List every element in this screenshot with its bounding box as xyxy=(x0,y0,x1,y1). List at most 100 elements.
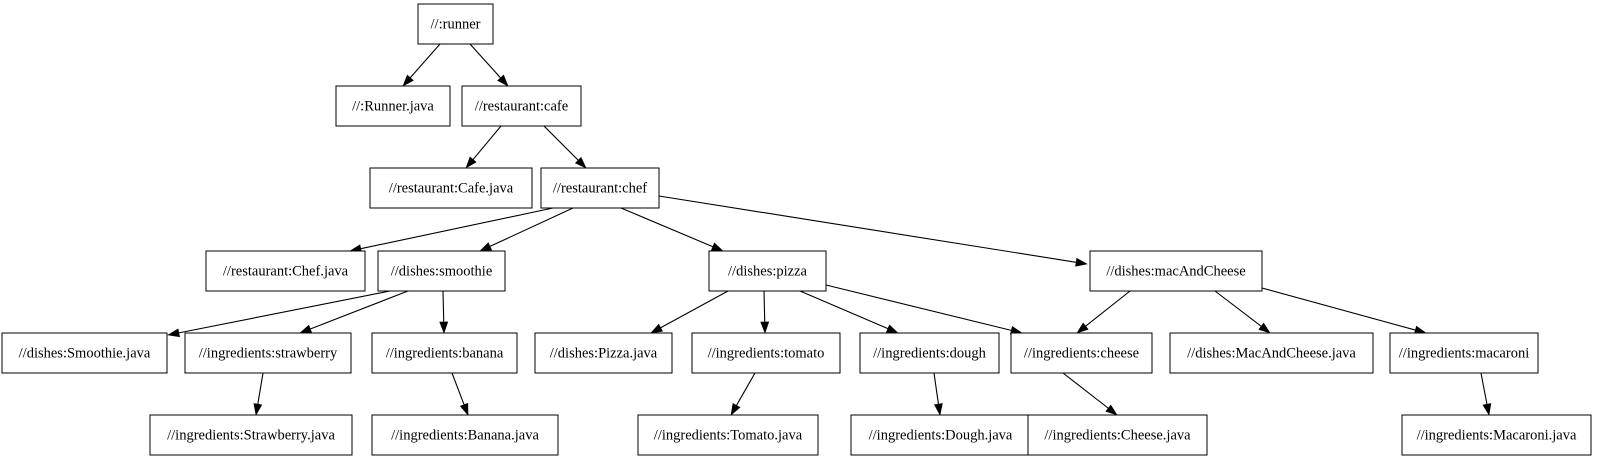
node-box[interactable] xyxy=(637,414,819,456)
graph-node-dishes_smoothie[interactable]: //dishes:smoothie xyxy=(377,250,506,292)
edge-line xyxy=(543,125,579,161)
graph-node-ing_tomato[interactable]: //ingredients:tomato xyxy=(691,332,841,374)
edge-line xyxy=(310,290,409,330)
edge-arrowhead-icon xyxy=(459,402,469,416)
graph-node-runner_java[interactable]: //:Runner.java xyxy=(335,85,451,127)
edge-line xyxy=(735,372,756,406)
edge-line xyxy=(1261,287,1416,331)
node-box[interactable] xyxy=(540,167,660,209)
node-label: //ingredients:Macaroni.java xyxy=(1417,427,1577,443)
node-box[interactable] xyxy=(1389,332,1539,374)
node-box[interactable] xyxy=(708,250,827,292)
graph-edge xyxy=(451,372,469,416)
edge-arrowhead-icon xyxy=(299,324,313,334)
graph-node-ing_macaroni[interactable]: //ingredients:macaroni xyxy=(1389,332,1539,374)
node-box[interactable] xyxy=(149,414,353,456)
graph-node-banana_java[interactable]: //ingredients:Banana.java xyxy=(371,414,559,456)
graph-edge xyxy=(439,290,449,334)
node-box[interactable] xyxy=(205,250,366,292)
edge-line xyxy=(409,43,441,79)
edge-arrowhead-icon xyxy=(1075,257,1088,267)
node-box[interactable] xyxy=(184,332,352,374)
graph-node-cheese_java[interactable]: //ingredients:Cheese.java xyxy=(1027,414,1208,456)
node-label: //ingredients:dough xyxy=(873,345,987,361)
edge-line xyxy=(257,372,264,405)
node-label: //ingredients:strawberry xyxy=(199,345,338,361)
graph-edge xyxy=(349,207,554,253)
node-box[interactable] xyxy=(369,167,533,209)
edge-arrowhead-icon xyxy=(253,403,263,416)
graph-node-ing_banana[interactable]: //ingredients:banana xyxy=(371,332,518,374)
graph-node-cafe_java[interactable]: //restaurant:Cafe.java xyxy=(369,167,533,209)
edge-line xyxy=(1480,372,1488,405)
edge-line xyxy=(451,372,465,405)
graph-node-restaurant_cafe[interactable]: //restaurant:cafe xyxy=(461,85,582,127)
graph-node-strawberry_java[interactable]: //ingredients:Strawberry.java xyxy=(149,414,353,456)
node-box[interactable] xyxy=(461,85,582,127)
graph-edge xyxy=(730,372,756,416)
node-label: //ingredients:Dough.java xyxy=(869,427,1013,443)
graph-node-macaroni_java[interactable]: //ingredients:Macaroni.java xyxy=(1401,414,1592,456)
graph-node-mac_java[interactable]: //dishes:MacAndCheese.java xyxy=(1169,332,1374,374)
graph-edge xyxy=(469,43,509,87)
node-box[interactable] xyxy=(371,332,518,374)
graph-node-pizza_java[interactable]: //dishes:Pizza.java xyxy=(534,332,673,374)
node-box[interactable] xyxy=(377,250,506,292)
node-label: //ingredients:Strawberry.java xyxy=(167,427,335,443)
edge-arrowhead-icon xyxy=(730,402,741,416)
edge-line xyxy=(360,207,554,250)
node-box[interactable] xyxy=(691,332,841,374)
edge-line xyxy=(799,290,889,330)
edge-line xyxy=(660,290,729,329)
graph-edge xyxy=(299,290,409,334)
node-box[interactable] xyxy=(1169,332,1374,374)
graph-edge xyxy=(658,195,1088,267)
node-box[interactable] xyxy=(1027,414,1208,456)
edge-line xyxy=(489,207,574,247)
edge-arrowhead-icon xyxy=(402,74,414,87)
graph-edge xyxy=(760,290,770,334)
graph-node-ing_dough[interactable]: //ingredients:dough xyxy=(859,332,1000,374)
node-box[interactable] xyxy=(417,3,494,45)
graph-node-ing_strawberry[interactable]: //ingredients:strawberry xyxy=(184,332,352,374)
graph-node-ing_cheese[interactable]: //ingredients:cheese xyxy=(1010,332,1153,374)
node-box[interactable] xyxy=(1,332,168,374)
graph-node-chef_java[interactable]: //restaurant:Chef.java xyxy=(205,250,366,292)
edge-arrowhead-icon xyxy=(934,403,943,416)
edge-arrowhead-icon xyxy=(650,323,664,334)
node-box[interactable] xyxy=(1089,250,1263,292)
edge-line xyxy=(469,43,502,79)
node-label: //dishes:Pizza.java xyxy=(550,345,658,361)
node-label: //ingredients:tomato xyxy=(708,345,825,361)
node-box[interactable] xyxy=(534,332,673,374)
graph-edge xyxy=(253,372,264,416)
node-box[interactable] xyxy=(1010,332,1153,374)
graph-node-dishes_mac[interactable]: //dishes:macAndCheese xyxy=(1089,250,1263,292)
graph-edge xyxy=(1062,372,1118,416)
graph-edge xyxy=(825,284,1023,335)
edge-arrowhead-icon xyxy=(1258,322,1271,334)
graph-edge xyxy=(933,372,943,416)
graph-node-dough_java[interactable]: //ingredients:Dough.java xyxy=(850,414,1031,456)
graph-edge xyxy=(1261,287,1427,335)
node-box[interactable] xyxy=(335,85,451,127)
graph-node-dishes_pizza[interactable]: //dishes:pizza xyxy=(708,250,827,292)
graph-node-restaurant_chef[interactable]: //restaurant:chef xyxy=(540,167,660,209)
edge-line xyxy=(1062,372,1109,409)
node-box[interactable] xyxy=(371,414,559,456)
edge-arrowhead-icon xyxy=(479,242,493,252)
graph-node-tomato_java[interactable]: //ingredients:Tomato.java xyxy=(637,414,819,456)
node-box[interactable] xyxy=(859,332,1000,374)
node-label: //ingredients:cheese xyxy=(1024,345,1139,361)
edge-arrowhead-icon xyxy=(574,156,587,169)
graph-node-runner[interactable]: //:runner xyxy=(417,3,494,45)
node-box[interactable] xyxy=(1401,414,1592,456)
edge-arrowhead-icon xyxy=(885,324,899,334)
node-label: //restaurant:cafe xyxy=(475,98,568,114)
graph-edge xyxy=(167,290,391,338)
graph-node-smoothie_java[interactable]: //dishes:Smoothie.java xyxy=(1,332,168,374)
node-label: //dishes:smoothie xyxy=(391,263,493,279)
graph-nodes-layer: //:runner //:Runner.java //restaurant:cafe… xyxy=(1,3,1592,456)
